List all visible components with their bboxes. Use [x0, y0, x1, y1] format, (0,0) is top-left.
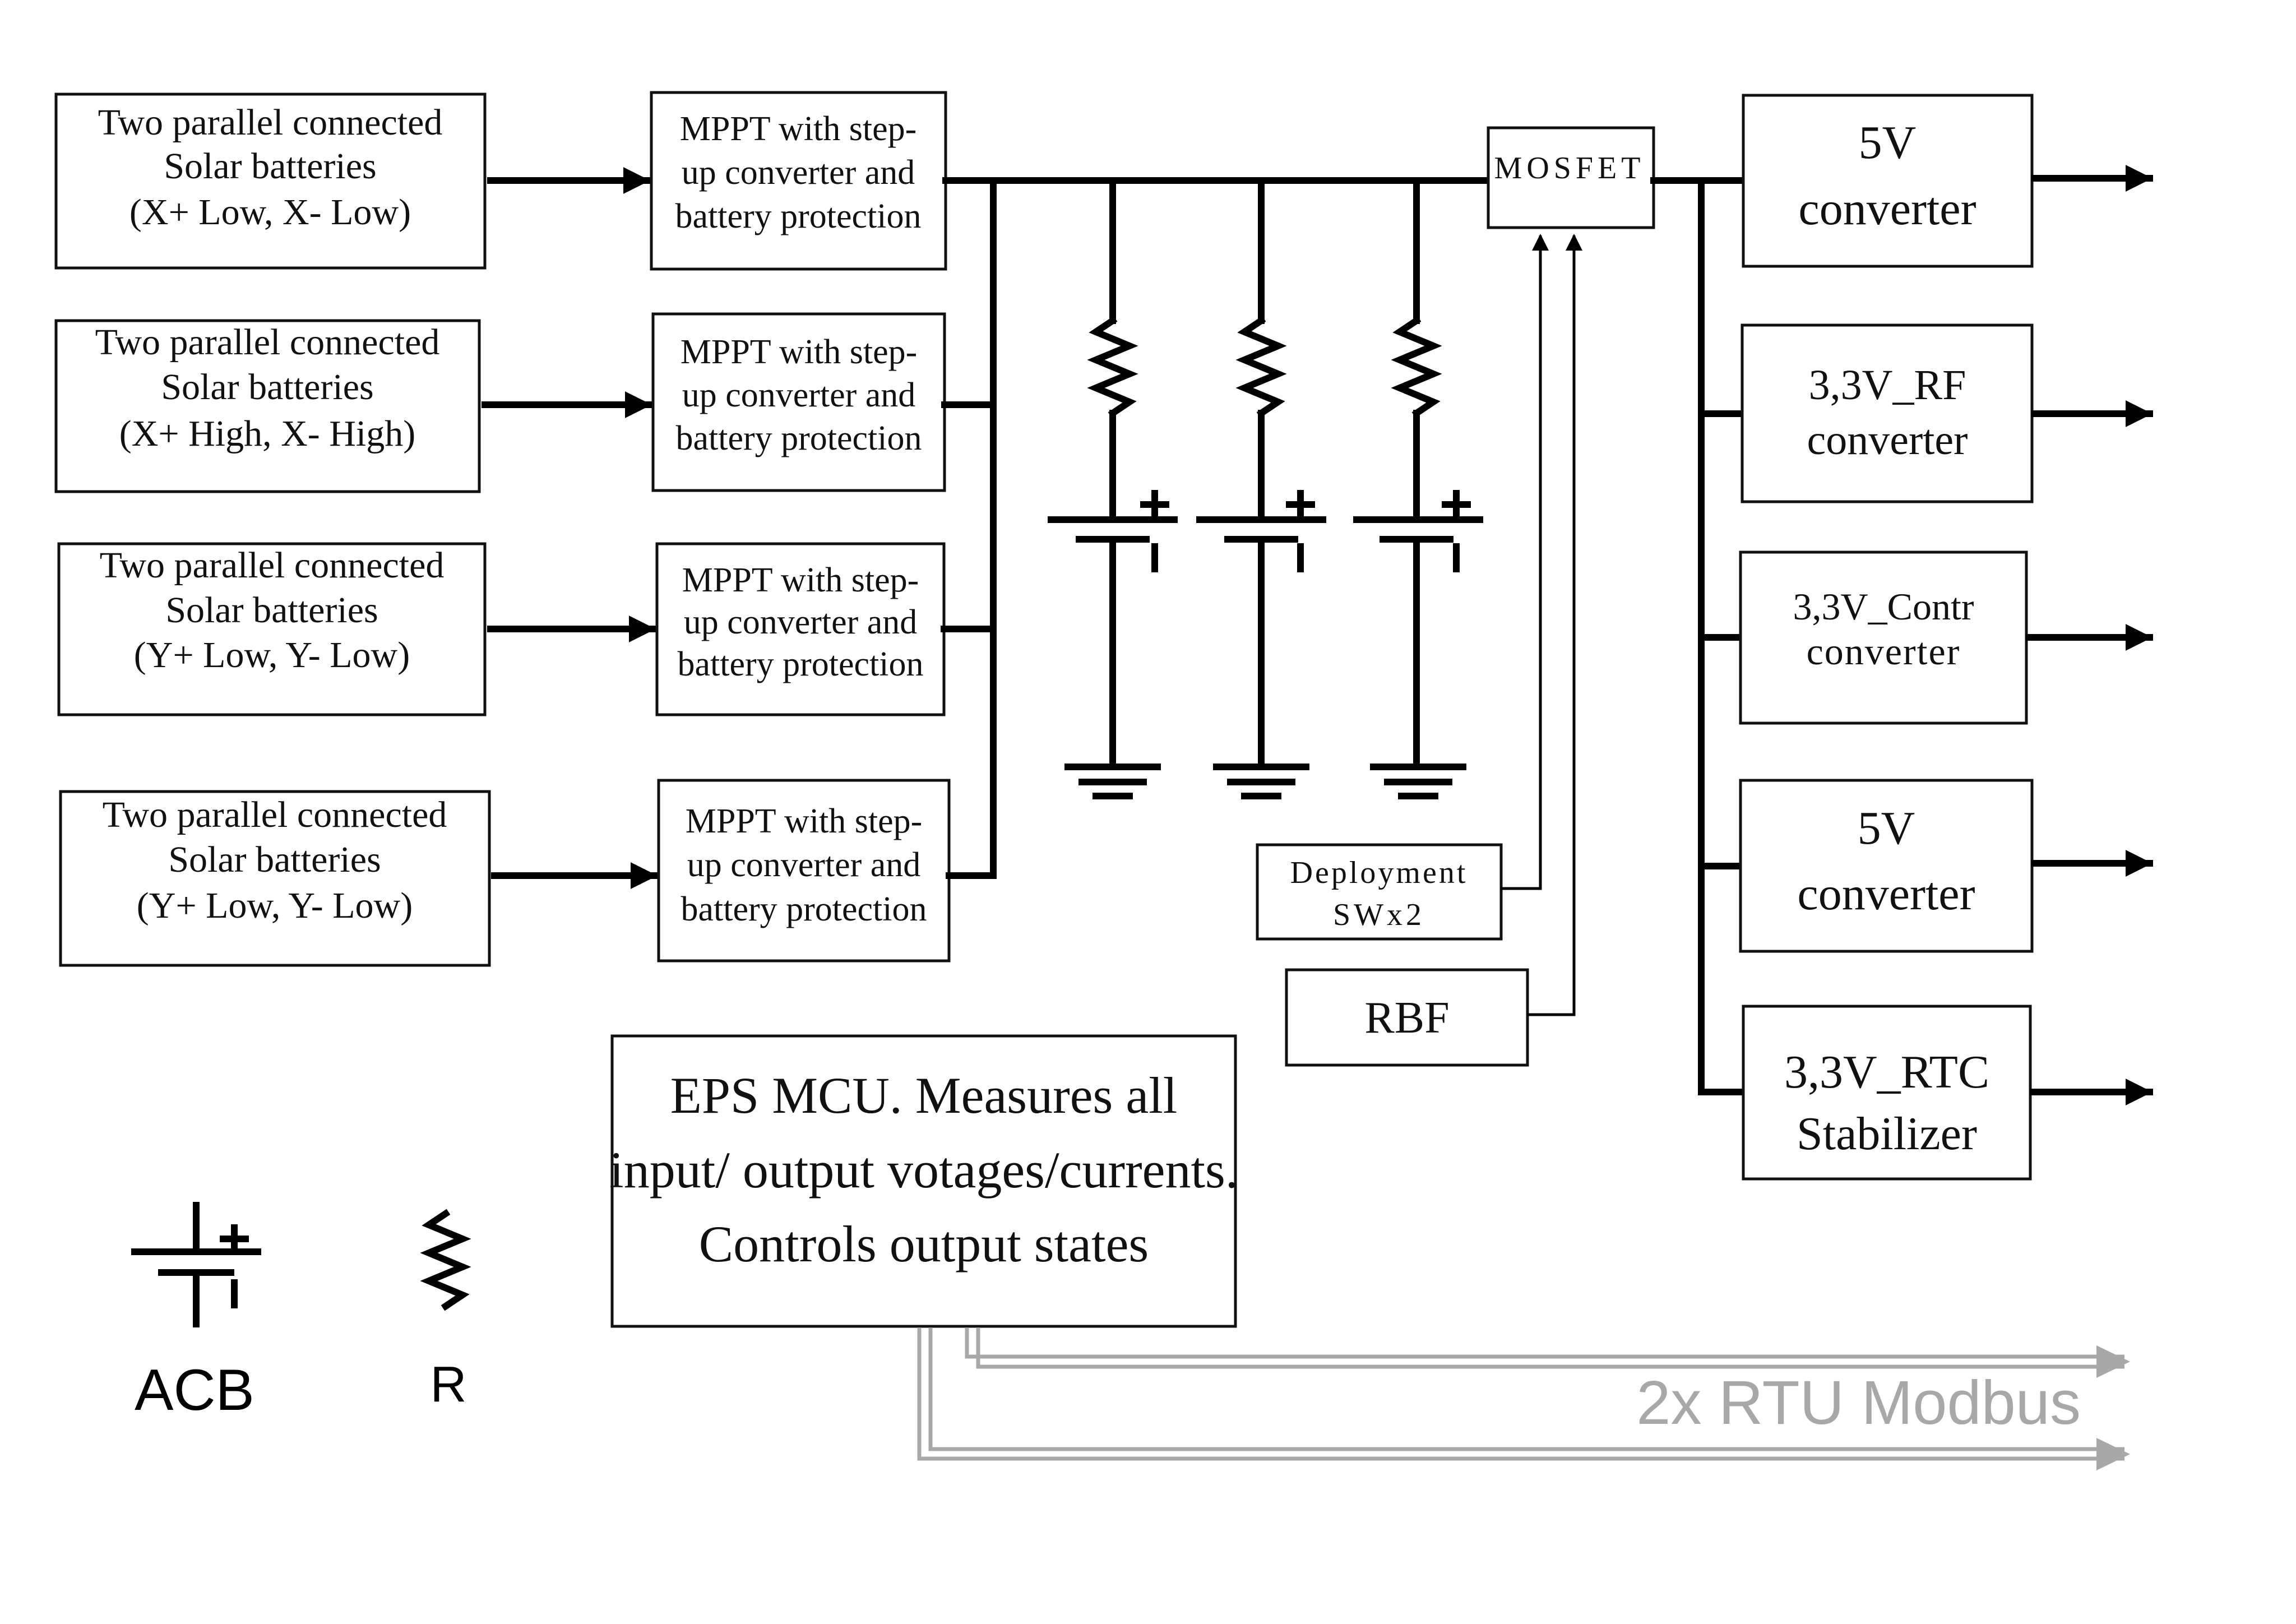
legend-acb-symbol [131, 1202, 261, 1327]
solar-panel-line2: Solar batteries [164, 146, 376, 187]
solar-panel-x-low: Two parallel connected Solar batteries (… [54, 92, 487, 270]
battery-string-3 [1353, 177, 1483, 799]
converter-line1: 3,3V_RF [1809, 362, 1966, 409]
solar-panel-x-high: Two parallel connected Solar batteries (… [54, 319, 481, 493]
solar-panel-line2: Solar batteries [168, 839, 381, 880]
deployment-switch-block: Deployment SWx2 [1256, 843, 1503, 941]
mppt-line1: MPPT with step- [686, 802, 923, 840]
converter-line1: 5V [1858, 802, 1915, 854]
converter-5v-2: 5V converter [1739, 779, 2034, 953]
converter-line2: Stabilizer [1797, 1108, 1977, 1160]
solar-panel-line3: (X+ Low, X- Low) [129, 192, 411, 233]
mcu-line2: input/ output votages/currents. [609, 1141, 1238, 1199]
deployment-line2: SWx2 [1333, 897, 1425, 932]
solar-panel-line3: (Y+ Low, Y- Low) [137, 885, 413, 926]
converter-5v-1: 5V converter [1742, 94, 2034, 268]
mppt-block-1: MPPT with step- up converter and battery… [650, 91, 947, 271]
legend-acb-label: ACB [135, 1358, 254, 1423]
mppt-line1: MPPT with step- [681, 333, 918, 371]
converter-line2: converter [1807, 630, 1961, 673]
mcu-line1: EPS MCU. Measures all [670, 1067, 1178, 1124]
converter-line1: 5V [1859, 117, 1917, 169]
mppt-line2: up converter and [682, 154, 915, 192]
converter-line2: converter [1807, 417, 1968, 464]
mcu-line3: Controls output states [699, 1215, 1149, 1273]
converter-line2: converter [1798, 183, 1976, 235]
legend-resistor-symbol [420, 1209, 471, 1311]
arrow-deployment-to-mosfet [1501, 234, 1549, 890]
mppt-line2: up converter and [682, 376, 916, 414]
solar-panel-y-low-1: Two parallel connected Solar batteries (… [57, 542, 487, 716]
mppt-line3: battery protection [681, 890, 927, 928]
mosfet-block: MOSFET [1487, 126, 1655, 229]
converter-3v3-rf: 3,3V_RF converter [1740, 323, 2034, 503]
solar-panel-line2: Solar batteries [165, 590, 378, 631]
modbus-label: 2x RTU Modbus [1636, 1368, 2081, 1437]
mppt-line1: MPPT with step- [682, 561, 919, 599]
converter-line1: 3,3V_Contr [1793, 585, 1974, 628]
legend-r-label: R [430, 1357, 467, 1413]
mppt-line3: battery protection [678, 645, 924, 683]
battery-string-2 [1196, 177, 1326, 799]
deployment-line1: Deployment [1290, 855, 1468, 890]
solar-panel-line3: (X+ High, X- High) [119, 413, 415, 454]
arrow-rbf-to-mosfet [1527, 234, 1582, 1016]
solar-panel-y-low-2: Two parallel connected Solar batteries (… [59, 790, 491, 967]
mppt-line1: MPPT with step- [680, 110, 917, 148]
mppt-line3: battery protection [676, 419, 922, 457]
solar-panel-line1: Two parallel connected [103, 794, 447, 835]
mppt-line2: up converter and [687, 846, 921, 884]
converter-3v3-contr: 3,3V_Contr converter [1739, 550, 2028, 725]
converter-line1: 3,3V_RTC [1784, 1046, 1989, 1098]
solar-panel-line1: Two parallel connected [100, 545, 445, 586]
solar-panel-line1: Two parallel connected [98, 102, 443, 143]
eps-mcu-block: EPS MCU. Measures all input/ output vota… [609, 1034, 1238, 1328]
mppt-line3: battery protection [675, 197, 922, 235]
solar-panel-line3: (Y+ Low, Y- Low) [134, 635, 410, 675]
solar-panel-line2: Solar batteries [161, 367, 373, 408]
modbus-link-lower [917, 1327, 2130, 1470]
modbus-link-upper [965, 1327, 2130, 1378]
rbf-label: RBF [1364, 993, 1449, 1043]
mppt-line2: up converter and [684, 603, 918, 641]
mppt-block-3: MPPT with step- up converter and battery… [655, 542, 946, 716]
stabilizer-3v3-rtc: 3,3V_RTC Stabilizer [1742, 1005, 2032, 1181]
rbf-block: RBF [1285, 968, 1529, 1067]
solar-panel-line1: Two parallel connected [95, 322, 440, 363]
converter-line2: converter [1797, 868, 1975, 920]
mppt-block-2: MPPT with step- up converter and battery… [651, 312, 946, 492]
mosfet-label: MOSFET [1494, 151, 1645, 186]
mppt-block-4: MPPT with step- up converter and battery… [657, 779, 951, 963]
battery-string-1 [1048, 177, 1178, 799]
